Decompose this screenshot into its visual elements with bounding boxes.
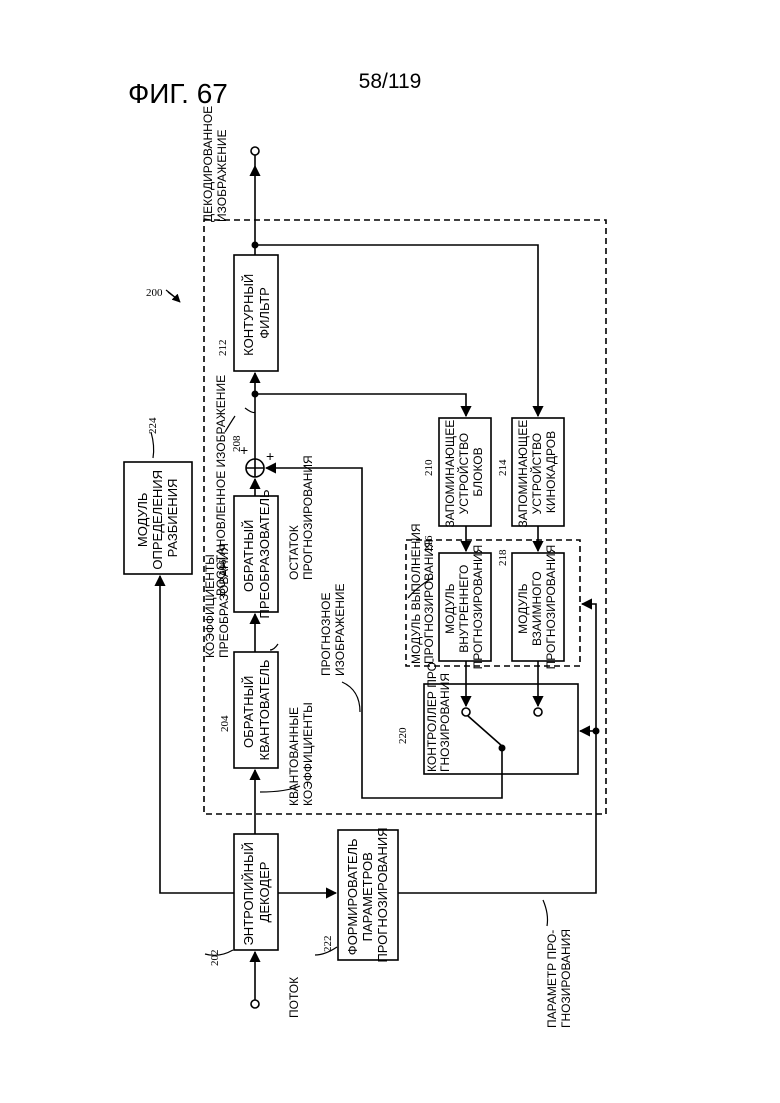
ref-214: 214 — [497, 459, 509, 476]
ref-204: 204 — [219, 715, 231, 732]
ref-224: 224 — [147, 417, 159, 434]
ref-220: 220 — [397, 727, 409, 744]
stream-terminal — [251, 1000, 259, 1008]
ref-206: 206 — [217, 559, 229, 576]
predicted-image-label: ПРОГНОЗНОЕ ИЗОБРАЖЕНИЕ — [319, 583, 347, 676]
ref-222: 222 — [322, 936, 334, 953]
ref-216: 216 — [423, 535, 435, 552]
decoded-terminal — [251, 147, 259, 155]
stream-label: ПОТОК — [287, 977, 301, 1018]
ref-218: 218 — [497, 549, 509, 566]
ref-210: 210 — [423, 459, 435, 476]
prediction-controller-label: КОНТРОЛЛЕР ПРО- ГНОЗИРОВАНИЯ — [425, 655, 452, 772]
adder-sign-right: + — [266, 448, 274, 464]
ref-208: 208 — [231, 435, 243, 452]
frame-memory-label: ЗАПОМИНАЮЩЕЕ УСТРОЙСТВО КИНОКАДРОВ — [516, 416, 558, 527]
ref-200: 200 — [146, 287, 163, 299]
inverse-quantizer-label: ОБРАТНЫЙ КВАНТОВАТЕЛЬ — [241, 660, 272, 761]
decoded-label: ДЕКОДИРОВАННОЕ ИЗОБРАЖЕНИЕ — [201, 102, 229, 222]
residual-label: ОСТАТОК ПРОГНОЗИРОВАНИЯ — [287, 455, 315, 580]
prediction-param-label: ПАРАМЕТР ПРО- ГНОЗИРОВАНИЯ — [545, 926, 573, 1028]
ref-202: 202 — [209, 950, 221, 967]
ref-212: 212 — [217, 340, 229, 357]
quantized-coeffs-label: КВАНТОВАННЫЕ КОЭФФИЦИЕНТЫ — [287, 702, 315, 806]
